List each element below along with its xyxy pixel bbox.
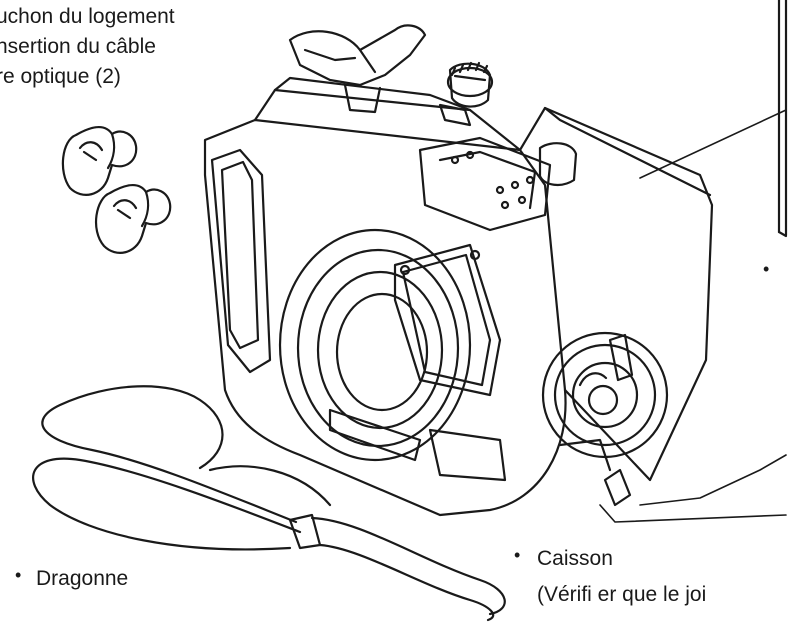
bullet-right: •	[763, 259, 770, 279]
top-wheel	[446, 61, 494, 98]
cap-label-line-2: nsertion du câble	[0, 35, 156, 58]
case-note-label: (Vérifi er que le joi	[537, 583, 707, 606]
wrist-strap	[32, 385, 506, 622]
underwater-housing	[203, 24, 714, 517]
cable-cap-1	[61, 126, 138, 196]
cable-cap-2	[95, 184, 172, 254]
cap-label-line-1: uchon du logement	[0, 5, 175, 28]
bullet-strap: •	[15, 565, 22, 585]
strap-label: Dragonne	[36, 567, 129, 590]
leader-lines	[599, 109, 787, 523]
bullet-case: •	[514, 545, 521, 565]
right-panel-fragment	[777, 0, 788, 238]
case-label: Caisson	[537, 547, 613, 570]
cap-label-line-3: re optique (2)	[0, 65, 121, 88]
